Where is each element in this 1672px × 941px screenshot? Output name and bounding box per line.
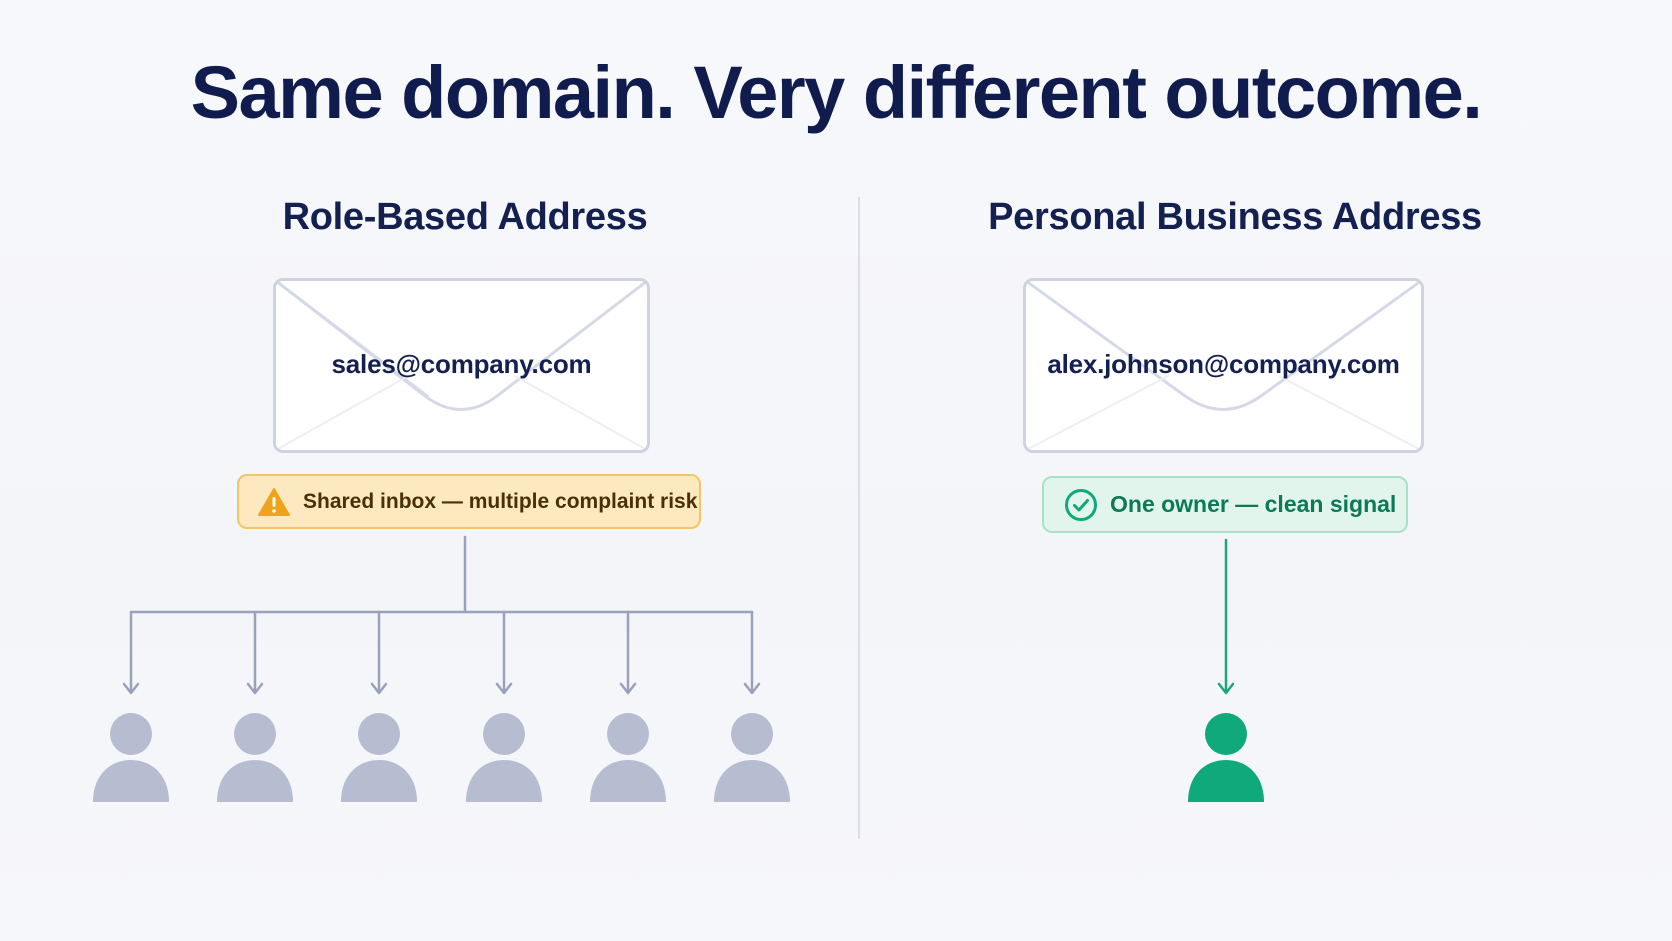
check-circle-icon xyxy=(1064,488,1098,522)
envelope-icon xyxy=(276,281,647,450)
person-icon xyxy=(465,712,543,804)
left-column-heading: Role-Based Address xyxy=(282,196,648,238)
personal-envelope: alex.johnson@company.com xyxy=(1023,278,1424,453)
person-icon xyxy=(1187,712,1265,804)
arrowhead xyxy=(122,682,140,695)
person-icon xyxy=(340,712,418,804)
ok-badge-text: One owner — clean signal xyxy=(1110,491,1397,517)
one-owner-badge: One owner — clean signal xyxy=(1042,476,1408,533)
role-based-envelope: sales@company.com xyxy=(273,278,650,453)
page-title: Same domain. Very different outcome. xyxy=(190,51,1483,134)
warning-icon xyxy=(257,487,291,517)
arrowhead xyxy=(370,682,388,695)
person-icon xyxy=(92,712,170,804)
column-divider xyxy=(858,197,860,839)
arrowhead xyxy=(619,682,637,695)
arrowhead xyxy=(246,682,264,695)
arrowhead xyxy=(495,682,513,695)
right-column-heading: Personal Business Address xyxy=(988,196,1482,238)
person-icon xyxy=(713,712,791,804)
left-fanout-connectors xyxy=(122,535,761,695)
role-based-email: sales@company.com xyxy=(331,349,592,379)
arrowhead xyxy=(1217,682,1235,695)
right-single-connector xyxy=(1217,538,1235,695)
envelope-icon xyxy=(1026,281,1421,450)
person-icon xyxy=(216,712,294,804)
shared-inbox-warning-badge: Shared inbox — multiple complaint risk xyxy=(237,474,701,529)
personal-email: alex.johnson@company.com xyxy=(1047,349,1400,379)
warning-badge-text: Shared inbox — multiple complaint risk xyxy=(303,489,698,513)
person-icon xyxy=(589,712,667,804)
arrowhead xyxy=(743,682,761,695)
